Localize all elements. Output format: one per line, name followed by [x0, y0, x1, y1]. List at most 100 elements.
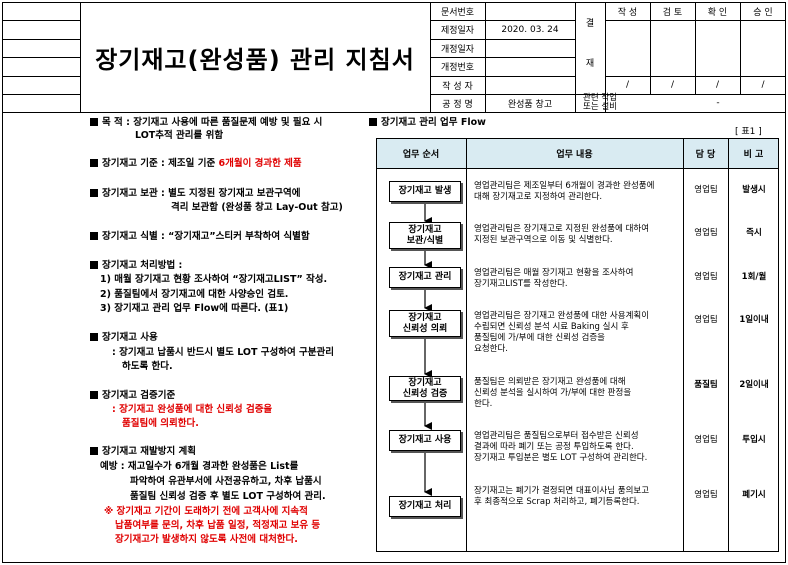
prevent-warning-2: 납품여부를 문의, 차후 납품 일정, 적정재고 보유 등: [115, 520, 321, 531]
section-criteria: 장기재고 기준 : 제조일 기준 6개월이 경과한 제품: [90, 157, 302, 170]
section-prevent: 장기재고 재발방지 계획: [90, 445, 196, 458]
section-purpose: 목 적 : 장기재고 사용에 따른 품질문제 예방 및 필요 시: [90, 116, 322, 129]
related-value: -: [716, 98, 720, 108]
step-remark-7: 폐기시: [742, 490, 766, 500]
section-identify: 장기재고 식별 : “장기재고”스티커 부착하여 식별함: [90, 230, 310, 243]
label-doc-no: 문서번호: [440, 7, 475, 18]
square-bullet-icon: [90, 232, 98, 240]
document-title: 장기재고(완성품) 관리 지침서: [95, 46, 415, 74]
step-remark-6: 투입시: [742, 435, 766, 445]
label-process: 공 정 명: [442, 99, 473, 110]
table-number: [ 표1 ]: [735, 127, 762, 137]
step-owner-5: 품질팀: [694, 380, 718, 390]
square-bullet-icon: [90, 118, 98, 126]
label-author: 작 성 자: [442, 81, 473, 92]
section-usage: 장기재고 사용: [90, 331, 158, 344]
flow-table-header-bg: [377, 139, 778, 168]
square-bullet-icon: [90, 159, 98, 167]
usage-line2: 하도록 한다.: [122, 361, 173, 372]
step-owner-6: 영업팀: [694, 435, 718, 445]
step-box-4-text: 장기재고 신뢰성 의뢰: [402, 312, 448, 334]
approval-col-write: 작 성: [617, 7, 638, 18]
margin-divider: [80, 2, 81, 112]
step-box-1: 장기재고 발생: [389, 181, 461, 202]
step-box-5: 장기재고 신뢰성 검증: [389, 376, 461, 401]
label-rev-no: 개정번호: [440, 63, 475, 73]
flow-section-title: 장기재고 관리 업무 Flow: [369, 116, 486, 129]
step-owner-4: 영업팀: [694, 315, 718, 325]
step-owner-7: 영업팀: [694, 490, 718, 500]
step-owner-1: 영업팀: [694, 185, 718, 195]
approval-col-confirm: 확 인: [707, 7, 728, 18]
value-est-date: 2020. 03. 24: [501, 24, 559, 35]
step-box-7: 장기재고 처리: [389, 496, 461, 517]
col-header-remark: 비 고: [743, 149, 764, 160]
step-box-4: 장기재고 신뢰성 의뢰: [389, 310, 461, 337]
method-item-3: 3) 장기재고 관리 업무 Flow에 따른다. (표1): [100, 303, 289, 314]
flow-table: [376, 138, 779, 552]
approval-date-write: /: [625, 80, 630, 90]
col-header-step: 업무 순서: [402, 149, 440, 160]
label-rev-date: 개정일자: [440, 44, 475, 55]
label-est-date: 제정일자: [440, 26, 475, 36]
approval-col-review: 검 토: [662, 7, 683, 18]
section-verify: 장기재고 검증기준: [90, 389, 175, 402]
section-storage-line2: 격리 보관함 (완성품 창고 Lay-Out 참고): [171, 202, 343, 213]
step-box-2: 장기재고 보관/식별: [389, 222, 461, 249]
flow-arrows: [424, 202, 432, 496]
verify-line2: 품질팀에 의뢰한다.: [122, 418, 199, 429]
step-remark-2: 즉시: [746, 228, 762, 238]
approval-date-approve: /: [761, 80, 765, 90]
method-item-1: 1) 매월 장기재고 현황 조사하여 “장기재고LIST” 작성.: [100, 274, 328, 285]
value-process: 완성품 창고: [507, 99, 553, 110]
value-rev-date: [485, 39, 575, 57]
square-bullet-icon: [90, 261, 98, 269]
prevent-line3: 품질팀 신뢰성 검증 후 별도 LOT 구성하여 관리.: [130, 491, 326, 502]
step-box-2-text: 장기재고 보관/식별: [406, 224, 444, 246]
step-remark-1: 발생시: [742, 185, 766, 195]
value-author: [485, 76, 575, 94]
square-bullet-icon: [90, 447, 98, 455]
step-box-3: 장기재고 관리: [389, 267, 461, 288]
section-purpose-line2: LOT추적 관리를 위함: [135, 130, 224, 141]
step-box-6: 장기재고 사용: [389, 430, 461, 451]
approval-label-top: 결: [585, 18, 595, 29]
col-header-content: 업무 내용: [556, 149, 593, 160]
approval-col-approve: 승 인: [753, 7, 773, 18]
approval-label-bottom: 재: [585, 58, 595, 69]
section-storage: 장기재고 보관 : 별도 지정된 장기재고 보관구역에: [90, 187, 300, 200]
col-header-owner: 담 당: [695, 149, 716, 160]
square-bullet-icon: [369, 118, 377, 126]
value-rev-no: [485, 57, 575, 76]
verify-line1: : 장기재고 완성품에 대한 신뢰성 검증을: [112, 404, 273, 415]
prevent-line1: 예방 : 재고일수가 6개월 경과한 완성품은 List를: [100, 461, 299, 472]
step-owner-3: 영업팀: [694, 272, 718, 282]
approval-date-review: /: [670, 80, 675, 90]
step-remark-5: 2일이내: [739, 380, 769, 390]
prevent-warning-3: 장기재고가 발생하지 않도록 사전에 대처한다.: [115, 534, 298, 545]
header-bottom-rule: [2, 112, 786, 113]
method-item-2: 2) 품질팀에서 장기재고에 대한 사양승인 검토.: [100, 289, 289, 300]
usage-line1: : 장기재고 납품시 반드시 별도 LOT 구성하여 구분관리: [112, 347, 335, 358]
approval-date-confirm: /: [715, 80, 720, 90]
prevent-warning-1: ※ 장기재고 기간이 도래하기 전에 고객사에 지속적: [104, 506, 308, 517]
prevent-line2: 파악하여 유관부서에 사전공유하고, 차후 납품시: [130, 476, 322, 487]
step-box-5-text: 장기재고 신뢰성 검증: [402, 377, 448, 399]
step-remark-3: 1회/월: [741, 272, 767, 282]
square-bullet-icon: [90, 189, 98, 197]
step-owner-2: 영업팀: [694, 228, 718, 238]
step-remark-4: 1일이내: [739, 315, 769, 325]
square-bullet-icon: [90, 391, 98, 399]
related-label: 관련 작업 또는 설비: [583, 93, 617, 112]
square-bullet-icon: [90, 333, 98, 341]
section-method: 장기재고 처리방법 :: [90, 259, 182, 272]
value-doc-no: [485, 2, 575, 20]
